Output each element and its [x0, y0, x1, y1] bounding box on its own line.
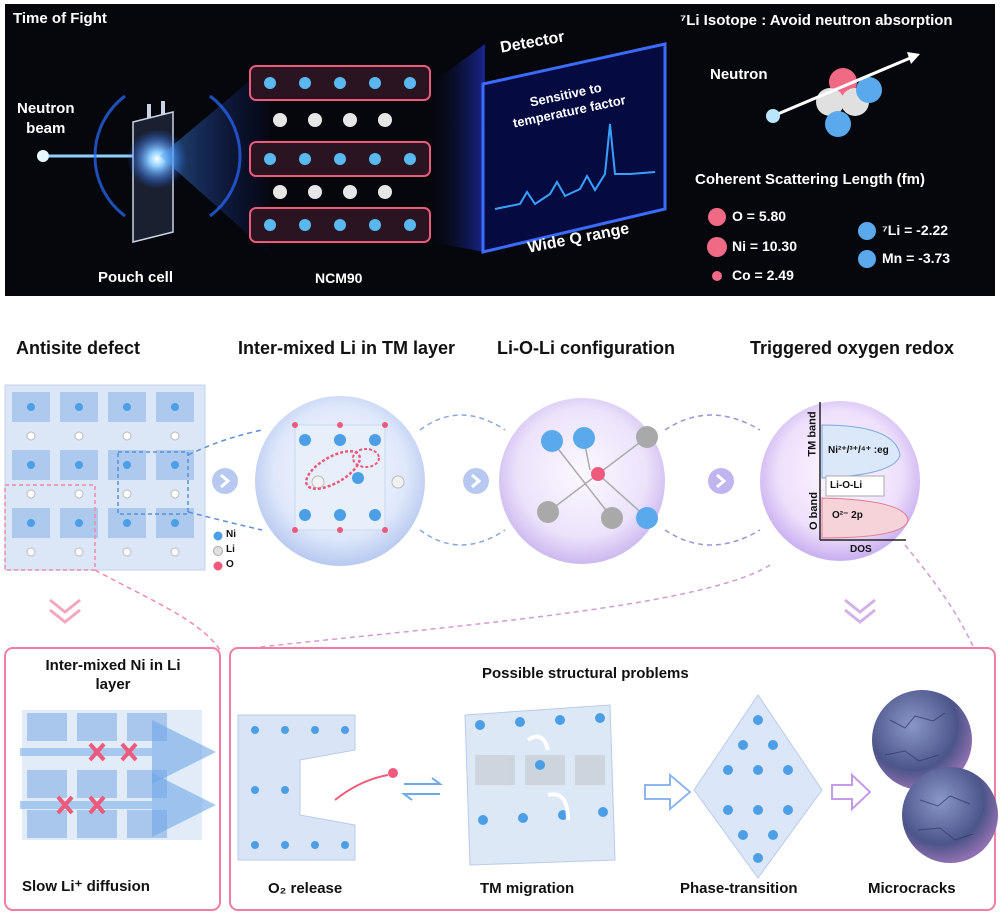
tm-migration-lattice: [464, 704, 616, 866]
ni-in-li-title: Inter-mixed Ni in Li layer: [14, 656, 212, 694]
neutron-particle: [766, 109, 780, 123]
li-o-li-sphere: [499, 398, 665, 564]
neutron-setup-illustration: [37, 42, 920, 281]
scattered-beam: [160, 64, 270, 254]
slow-diffusion-caption: Slow Li⁺ diffusion: [22, 878, 150, 895]
scattering-ni: Ni = 10.30: [732, 238, 797, 254]
ni-dot: [707, 237, 727, 257]
cracked-particle-2: [902, 767, 998, 863]
neutron-beam-label: Neutron beam: [17, 99, 75, 139]
o2-release-lattice: [237, 714, 398, 861]
ni-band-label: Ni²⁺/³⁺/⁴⁺ :eg: [828, 445, 889, 456]
ni-in-li-title-line2: layer: [95, 676, 131, 693]
neutron-source-dot: [37, 150, 49, 162]
o2p-band-label: O²⁻ 2p: [832, 510, 863, 521]
zoom-box-blue: [117, 451, 189, 515]
neutron-diffraction-panel: Time of Fight ⁷Li Isotope : Avoid neutro…: [5, 4, 995, 296]
pouch-cell-label: Pouch cell: [98, 269, 174, 286]
cracked-particle-1: [872, 690, 972, 790]
o-dot: [708, 208, 726, 226]
dos-axis-label: DOS: [850, 544, 872, 555]
neutron-label: Neutron: [710, 66, 768, 83]
caption-microcracks: Microcracks: [868, 880, 956, 897]
caption-tm-migration: TM migration: [480, 880, 575, 897]
caption-o2-release: O₂ release: [268, 880, 343, 897]
ncm90-label: NCM90: [315, 270, 363, 286]
legend-o: O: [226, 559, 234, 570]
caption-phase-transition: Phase-transition: [680, 880, 798, 897]
legend-ni: Ni: [226, 529, 236, 540]
scattering-o: O = 5.80: [732, 208, 787, 224]
diffraction-pattern: [494, 123, 656, 210]
title-intermixed-li: Inter-mixed Li in TM layer: [238, 338, 456, 358]
scattering-mn: Mn = -3.73: [882, 250, 951, 266]
neutron-beam-line1: Neutron: [17, 100, 75, 117]
lio-band-label: Li-O-Li: [830, 480, 863, 491]
scattering-li7: ⁷Li = -2.22: [882, 222, 949, 238]
beam-hit-glow: [127, 129, 187, 189]
legend-ni-dot: [213, 531, 223, 541]
legend-o-dot: [213, 561, 223, 571]
li7-dot: [858, 222, 876, 240]
detector-screen: [481, 42, 667, 254]
legend-li-dot: [213, 546, 223, 556]
scattering-title: Coherent Scattering Length (fm): [695, 171, 926, 188]
o-band-label: O band: [807, 492, 820, 530]
title-li-o-li: Li-O-Li configuration: [497, 338, 675, 358]
scatter-arc-left: [93, 94, 126, 218]
intermixed-li-sphere: [255, 396, 425, 566]
step-arrow-1: [212, 468, 238, 494]
step-arrow-3: [708, 468, 734, 494]
diffraction-funnel: [430, 44, 485, 252]
hollow-arrow-1: [644, 772, 692, 812]
neutron-beam-line2: beam: [26, 120, 66, 137]
structural-problems-title: Possible structural problems: [482, 665, 689, 682]
neutron-trajectory: [772, 54, 916, 118]
equilibrium-arrows: [401, 777, 443, 801]
hollow-arrow-2: [831, 772, 872, 812]
panel-title: Time of Fight: [13, 10, 107, 27]
antisite-lattice: [4, 384, 206, 571]
title-oxygen-redox: Triggered oxygen redox: [750, 338, 955, 358]
tm-band-label: TM band: [806, 411, 819, 457]
mn-dot: [858, 250, 876, 268]
co-dot: [712, 271, 722, 281]
title-antisite-defect: Antisite defect: [16, 338, 141, 358]
isotope-note: ⁷Li Isotope : Avoid neutron absorption: [680, 12, 953, 29]
slow-diffusion-lattice: [20, 710, 216, 840]
step-arrow-2: [463, 468, 489, 494]
ncm90-crystal: [249, 65, 431, 243]
ni-in-li-title-line1: Inter-mixed Ni in Li: [45, 657, 181, 674]
li-isotope-molecule: [816, 68, 882, 137]
down-chevron-left: [49, 598, 81, 624]
legend-li: Li: [226, 544, 235, 555]
down-chevron-right: [844, 598, 876, 624]
phase-transition-lattice: [693, 694, 823, 879]
oxygen-redox-sphere: [760, 401, 920, 561]
zoom-box-pink: [4, 484, 96, 571]
scattering-co: Co = 2.49: [732, 267, 794, 283]
